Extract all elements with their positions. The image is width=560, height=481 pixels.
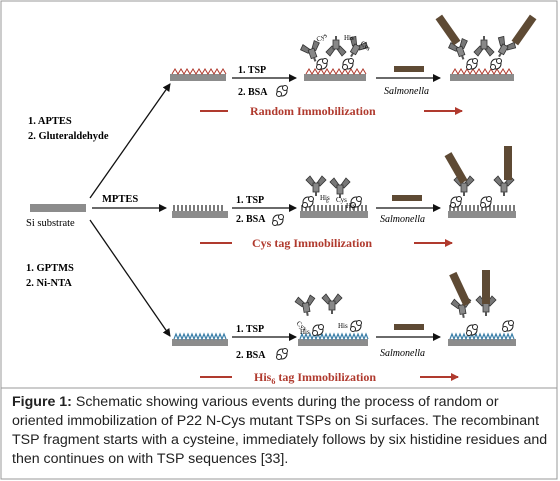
step-tsp-cys: 1. TSP bbox=[236, 195, 264, 206]
surface-random-3 bbox=[450, 74, 514, 81]
step-bsa-his: 2. BSA bbox=[236, 350, 266, 361]
svg-text:His: His bbox=[300, 328, 310, 336]
agent-cys: Salmonella bbox=[380, 214, 425, 225]
linker-random-1 bbox=[171, 68, 227, 75]
salmonella-cys bbox=[392, 195, 422, 201]
svg-text:His: His bbox=[338, 322, 348, 330]
step-gptms: 1. GPTMS bbox=[26, 263, 74, 274]
step-aptes: 1. APTES bbox=[28, 116, 72, 127]
step-gluteraldehyde: 2. Gluteraldehyde bbox=[28, 131, 109, 142]
figure-caption: Figure 1: Schematic showing various even… bbox=[12, 393, 550, 469]
step-tsp-his: 1. TSP bbox=[236, 324, 264, 335]
step-tsp-random: 1. TSP bbox=[238, 65, 266, 76]
svg-text:His: His bbox=[344, 34, 354, 42]
svg-text:His: His bbox=[346, 202, 356, 210]
step-mptes: MPTES bbox=[102, 194, 138, 205]
svg-text:His: His bbox=[320, 194, 330, 202]
title-his: His6 tag Immobilization bbox=[254, 370, 376, 386]
agent-random: Salmonella bbox=[384, 86, 429, 97]
salmonella-his bbox=[394, 324, 424, 330]
step-ni-nta: 2. Ni-NTA bbox=[26, 278, 72, 289]
surface-his-3 bbox=[448, 339, 516, 346]
svg-text:6: 6 bbox=[326, 200, 329, 205]
step-bsa-random: 2. BSA bbox=[238, 87, 268, 98]
salmonella-random bbox=[394, 66, 424, 72]
caption-text: Schematic showing various events during … bbox=[12, 394, 548, 467]
si-substrate-bar bbox=[30, 204, 86, 212]
title-cys: Cys tag Immobilization bbox=[252, 236, 372, 250]
si-substrate-label: Si substrate bbox=[26, 218, 75, 229]
svg-text:Cys: Cys bbox=[336, 196, 347, 204]
surface-his-1 bbox=[172, 339, 228, 346]
surface-cys-2 bbox=[300, 211, 368, 218]
surface-random-2 bbox=[304, 74, 366, 81]
agent-his: Salmonella bbox=[380, 348, 425, 359]
surface-cys-1 bbox=[172, 211, 228, 218]
title-random: Random Immobilization bbox=[250, 104, 376, 118]
svg-text:Cys: Cys bbox=[315, 31, 329, 44]
arrow-to-random bbox=[89, 83, 171, 199]
surface-random-1 bbox=[170, 74, 226, 81]
row-random: 1. TSP 2. BSA Cys His Cys Salmonella bbox=[170, 14, 537, 98]
svg-text:6: 6 bbox=[352, 207, 355, 212]
svg-text:Cys: Cys bbox=[359, 39, 373, 52]
row-cys: 1. TSP 2. BSA His 6 Cys His 6 Salmonella bbox=[172, 146, 516, 226]
step-bsa-cys: 2. BSA bbox=[236, 214, 266, 225]
arrow-to-his bbox=[89, 219, 171, 337]
surface-cys-3 bbox=[448, 211, 516, 218]
caption-label: Figure 1: bbox=[12, 394, 72, 410]
row-his: 1. TSP 2. BSA Cys His His Salmonella bbox=[172, 270, 516, 361]
surface-his-2 bbox=[298, 339, 368, 346]
